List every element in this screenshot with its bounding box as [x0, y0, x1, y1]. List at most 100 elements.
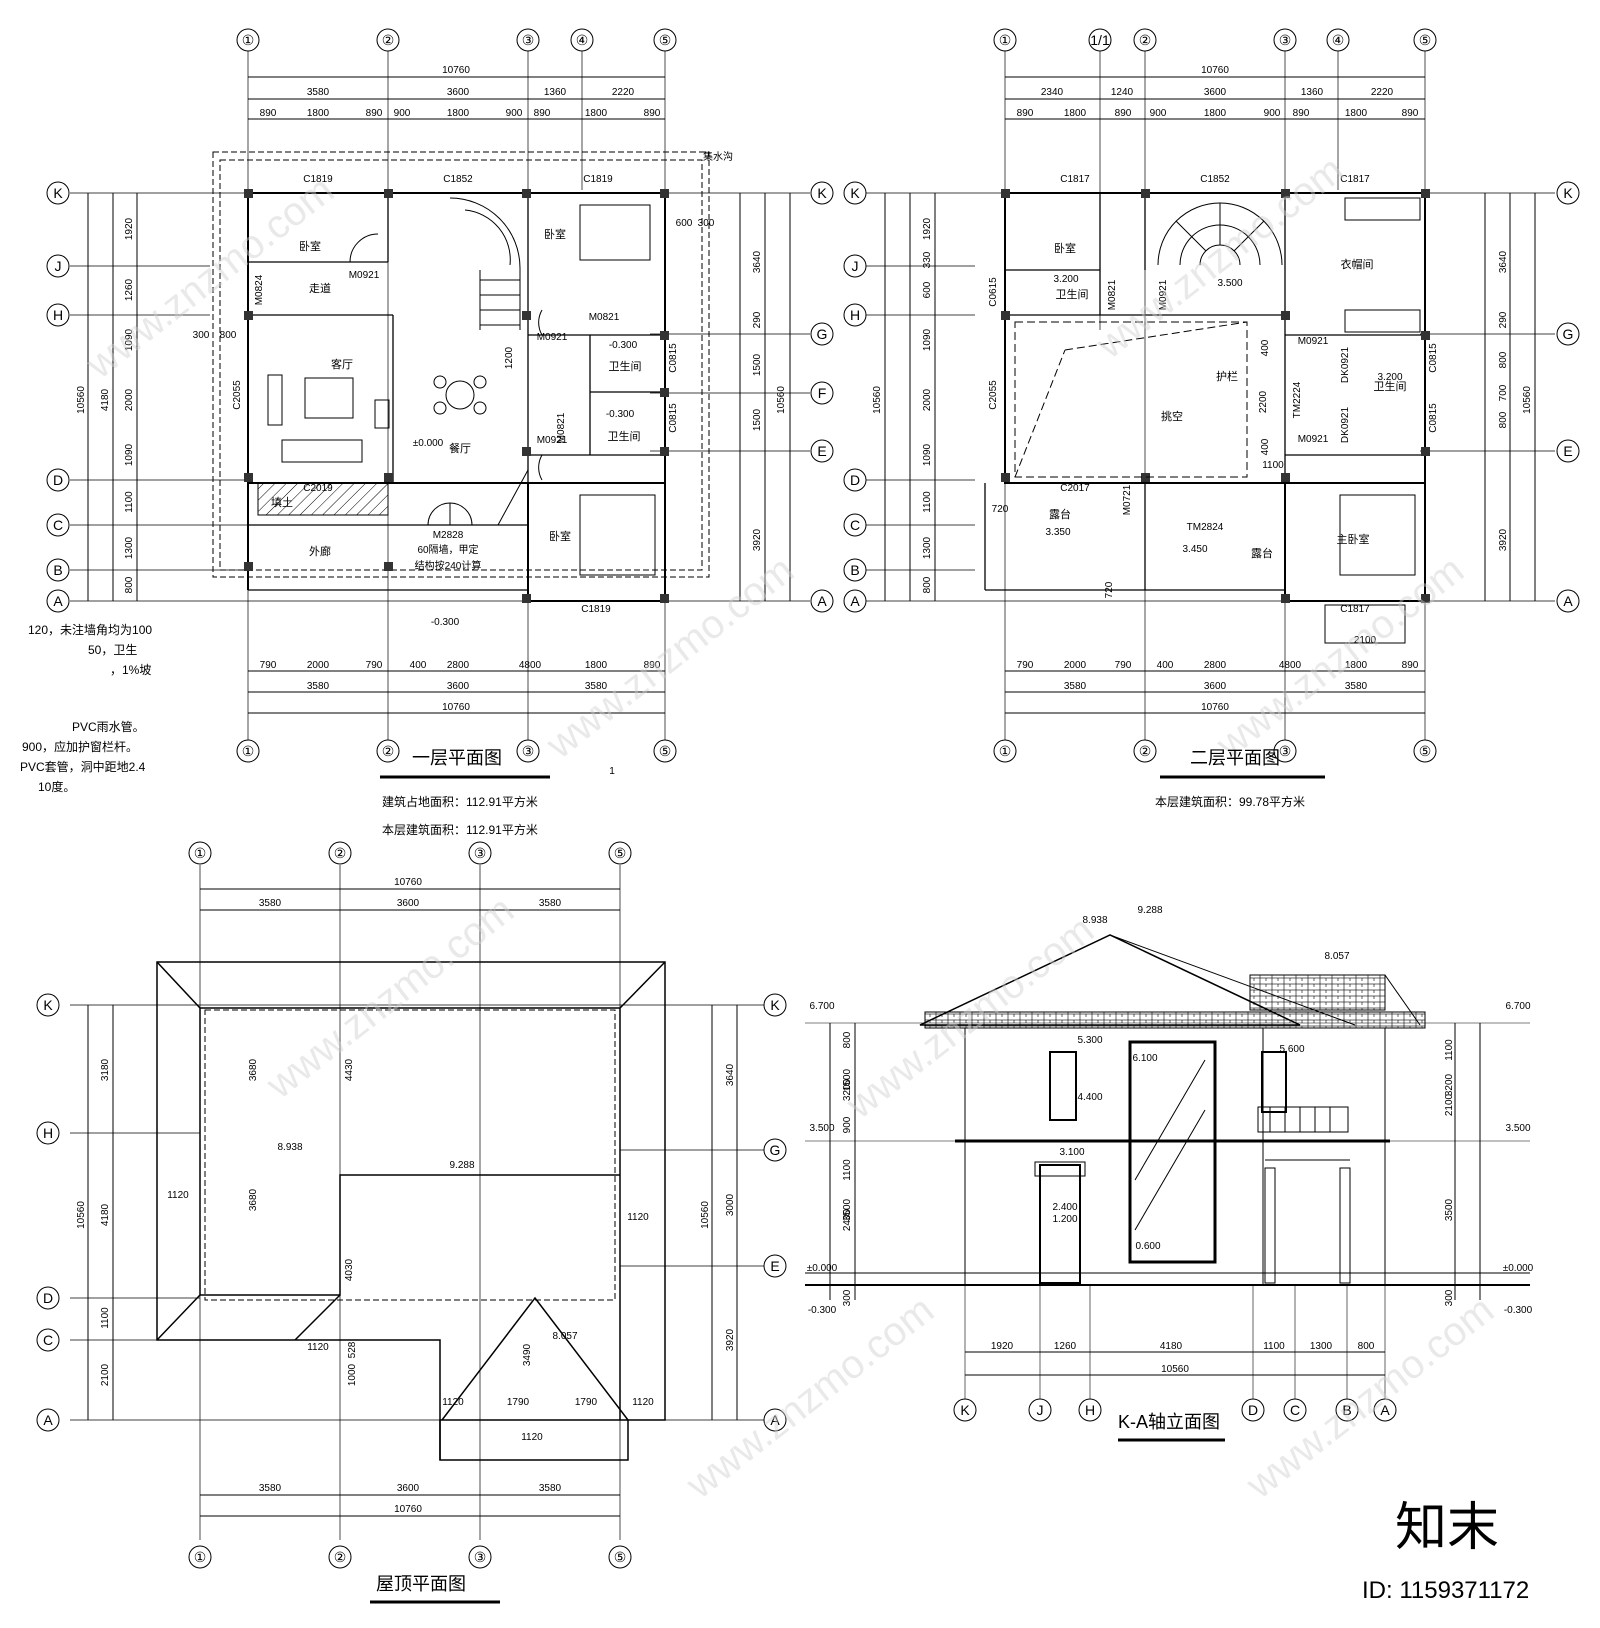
dimension-text: 1120 — [627, 1212, 649, 1223]
dimension-text: 3580 — [307, 681, 330, 692]
axis-bubble-circle — [1556, 439, 1580, 463]
room-label: 露台 — [1251, 546, 1273, 560]
axis-bubble-circle — [1413, 28, 1437, 52]
window-tag: C2055 — [988, 380, 999, 410]
dimension-text: 3600 — [397, 898, 420, 909]
axis-bubble: ③ — [474, 1549, 487, 1565]
axis-bubble-circle — [953, 1398, 977, 1422]
image-id: ID: 1159371172 — [1362, 1577, 1529, 1604]
dimension-text: 1920 — [991, 1341, 1014, 1352]
axis-bubble-circle — [1413, 739, 1437, 763]
window-tag: C1817 — [1060, 174, 1090, 185]
axis-bubble-circle — [1556, 181, 1580, 205]
dimension-text: 1100 — [100, 1307, 111, 1329]
axis-bubble: ⑤ — [614, 845, 627, 861]
dimension-text: 300 — [1444, 1289, 1455, 1306]
axis-bubble-circle — [843, 303, 867, 327]
axis-bubble-circle — [46, 558, 70, 582]
axis-bubble: 1/1 — [1090, 32, 1110, 48]
axis-bubble: ③ — [522, 32, 535, 48]
axis-bubble: ② — [382, 743, 395, 759]
axis-bubble-circle — [993, 28, 1017, 52]
axis-bubble-circle — [810, 439, 834, 463]
dimension-text: 3580 — [1064, 681, 1087, 692]
elevation-mark: 6.700 — [809, 1001, 834, 1012]
dimension-text: 1500 — [752, 353, 763, 376]
elevation-mark: 3.500 — [809, 1123, 834, 1134]
window-tag: C0815 — [1428, 403, 1439, 433]
axis-bubble: H — [43, 1125, 53, 1141]
annotation: 1200 — [504, 346, 515, 369]
axis-bubble: H — [1085, 1402, 1095, 1418]
axis-bubble-circle — [468, 841, 492, 865]
dimension-text: 800 — [922, 576, 933, 593]
dimension-text: 890 — [644, 108, 661, 119]
room-label: 护栏 — [1216, 369, 1238, 383]
door-tag: DK0921 — [1340, 346, 1351, 383]
dimension-text: 1920 — [922, 217, 933, 240]
axis-bubble: C — [1290, 1402, 1300, 1418]
dimension-text: 890 — [1402, 660, 1419, 671]
elevation-mark: 6.700 — [1505, 1001, 1530, 1012]
annotation: 1100 — [1262, 460, 1284, 471]
axis-bubble-circle — [376, 28, 400, 52]
axis-bubble: ④ — [1332, 32, 1345, 48]
plan1-area2: 本层建筑面积：112.91平方米 — [382, 822, 538, 837]
axis-bubble-circle — [1283, 1398, 1307, 1422]
dimension-text: 1240 — [1111, 87, 1134, 98]
dimension-text: 600 — [922, 281, 933, 298]
dimension-text: 2800 — [1204, 660, 1227, 671]
dimension-text: 1090 — [124, 443, 135, 466]
dimension-text: 1120 — [307, 1342, 329, 1353]
door-tag: M0721 — [1122, 484, 1133, 515]
axis-bubble-circle — [1335, 1398, 1359, 1422]
axis-bubble: K — [770, 997, 780, 1013]
axis-bubble: ⑤ — [659, 743, 672, 759]
dimension-text: 890 — [644, 660, 661, 671]
door-tag: TM2824 — [1187, 522, 1224, 533]
axis-bubble-circle — [653, 739, 677, 763]
dimension-text: 10560 — [76, 386, 87, 414]
axis-bubble: C — [53, 517, 63, 533]
dimension-text: 1000 — [347, 1363, 358, 1386]
watermark-text: www.znzmo.com — [1208, 548, 1472, 768]
dimension-text: 2000 — [124, 388, 135, 411]
door-tag: M0921 — [537, 332, 568, 343]
dimension-text: 4800 — [519, 660, 542, 671]
axis-bubble-circle — [608, 1545, 632, 1569]
axis-bubble-circle — [328, 1545, 352, 1569]
axis-bubble: ② — [334, 845, 347, 861]
dimension-text: 2220 — [612, 87, 635, 98]
dimension-text: 10560 — [700, 1201, 711, 1229]
dimension-text: 330 — [922, 251, 933, 268]
axis-bubble-circle — [1556, 322, 1580, 346]
dimension-text: 3580 — [539, 898, 562, 909]
dimension-text: 790 — [260, 660, 277, 671]
dimension-text: 10560 — [1522, 386, 1533, 414]
axis-bubble: D — [850, 472, 860, 488]
elevation-mark: -0.300 — [1504, 1305, 1533, 1316]
axis-bubble-circle — [763, 1408, 787, 1432]
axis-bubble: ⑤ — [614, 1549, 627, 1565]
axis-bubble: A — [817, 593, 827, 609]
axis-bubble: G — [1563, 326, 1574, 342]
axis-bubble-circle — [236, 28, 260, 52]
dimension-text: 1260 — [1054, 1341, 1077, 1352]
window-tag: C1852 — [443, 174, 473, 185]
door-tag: TM2224 — [1292, 381, 1303, 418]
dimension-text: 3180 — [100, 1058, 111, 1081]
axis-bubble: C — [43, 1332, 53, 1348]
note-line: ，1%坡 — [110, 663, 151, 677]
dimension-text: 2340 — [1041, 87, 1064, 98]
watermark-text: www.znzmo.com — [538, 548, 802, 768]
room-label: 卫生间 — [1374, 379, 1407, 393]
dimension-text: 1120 — [167, 1190, 189, 1201]
dimension-text: 2000 — [1064, 660, 1087, 671]
elevation-mark: 8.938 — [277, 1142, 302, 1153]
watermark-text: www.znzmo.com — [258, 888, 522, 1108]
axis-bubble: E — [770, 1258, 779, 1274]
axis-bubble-circle — [1273, 28, 1297, 52]
room-label: 露台 — [1049, 507, 1071, 521]
dimension-text: 1300 — [1310, 1341, 1333, 1352]
